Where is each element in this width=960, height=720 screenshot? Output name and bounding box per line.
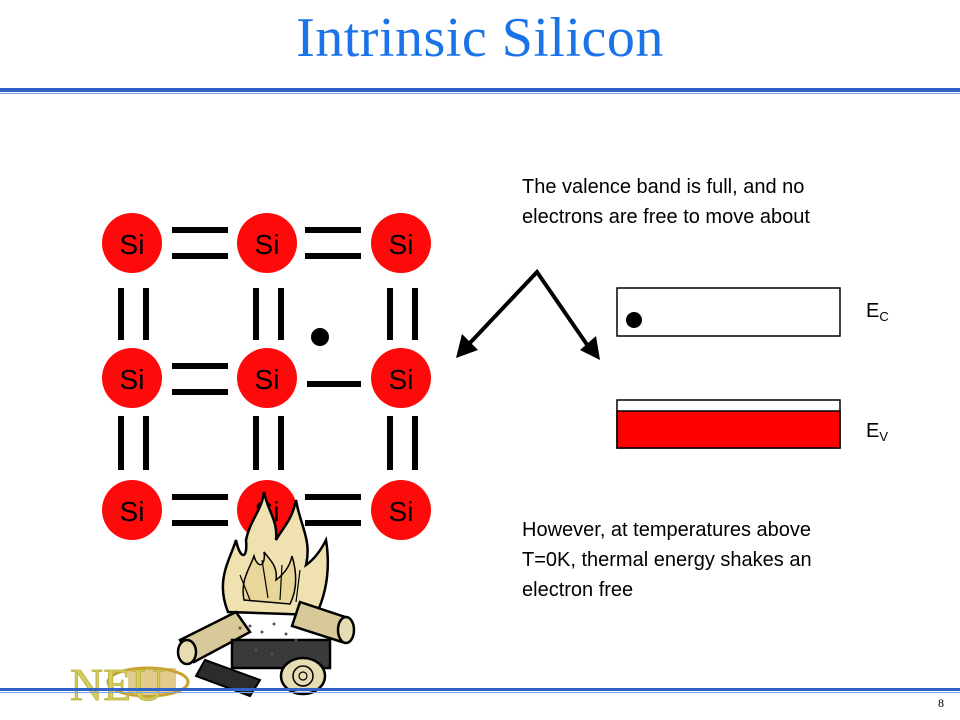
si-atom: Si bbox=[371, 213, 431, 273]
si-label: Si bbox=[120, 364, 145, 395]
conduction-level-label: EC bbox=[866, 300, 889, 324]
ec-sub: C bbox=[879, 309, 889, 324]
si-atom: Si bbox=[237, 213, 297, 273]
neu-logo: NEU bbox=[70, 659, 190, 710]
ec-main: E bbox=[866, 300, 880, 322]
arrow-head-right bbox=[580, 336, 600, 360]
logo-text: NEU bbox=[70, 659, 165, 710]
si-atom: Si bbox=[237, 348, 297, 408]
thermal-energy-note: However, at temperatures above T=0K, the… bbox=[522, 519, 812, 601]
si-label: Si bbox=[120, 496, 145, 527]
arrow-head-left bbox=[456, 334, 478, 358]
lattice-bonds bbox=[118, 227, 418, 526]
top-rule bbox=[0, 88, 960, 92]
si-atom: Si bbox=[102, 480, 162, 540]
si-atom: Si bbox=[102, 348, 162, 408]
si-atom: Si bbox=[371, 348, 431, 408]
si-label: Si bbox=[389, 364, 414, 395]
campfire-clipart bbox=[176, 491, 356, 698]
si-atom: Si bbox=[371, 480, 431, 540]
si-label: Si bbox=[389, 496, 414, 527]
top-rule-thin bbox=[0, 93, 960, 94]
free-electron-band bbox=[626, 312, 642, 328]
pointer-arrows bbox=[466, 268, 592, 351]
ev-main: E bbox=[866, 420, 880, 442]
page-number: 8 bbox=[938, 696, 944, 710]
valence-band-fill bbox=[616, 410, 841, 449]
bottom-rule-thin bbox=[0, 692, 960, 693]
conduction-band bbox=[616, 287, 841, 337]
bottom-rule bbox=[0, 688, 960, 691]
si-label: Si bbox=[120, 229, 145, 260]
si-label: Si bbox=[255, 229, 280, 260]
si-atoms: Si Si Si Si Si Si Si Si Si bbox=[102, 213, 431, 540]
si-label: Si bbox=[389, 229, 414, 260]
valence-level-label: EV bbox=[866, 420, 888, 444]
si-label: Si bbox=[255, 364, 280, 395]
valence-band-note: The valence band is full, and no electro… bbox=[522, 176, 810, 228]
ev-sub: V bbox=[879, 429, 889, 444]
free-electron-lattice bbox=[311, 328, 329, 346]
si-atom: Si bbox=[102, 213, 162, 273]
slide-title: Intrinsic Silicon bbox=[296, 7, 664, 69]
